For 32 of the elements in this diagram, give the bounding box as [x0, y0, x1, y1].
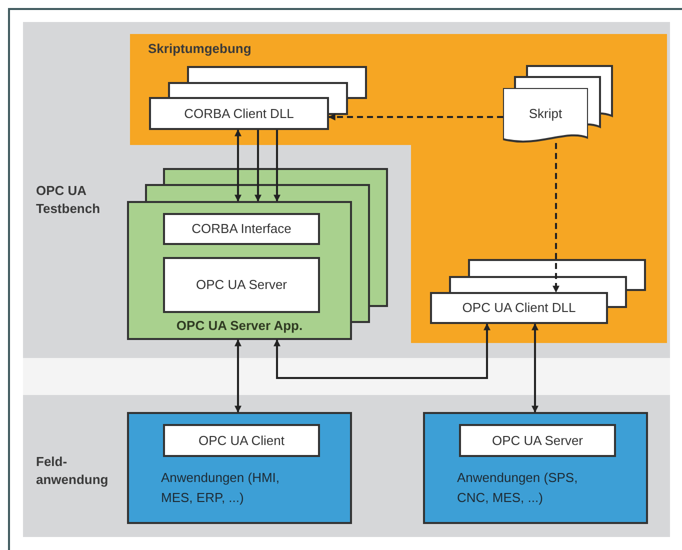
layer-label: OPC UA Testbench: [36, 182, 102, 218]
component-label: OPC UA Client: [198, 432, 284, 450]
server-app-box: [127, 201, 352, 340]
arrow: [274, 323, 490, 379]
component-label: CORBA Client DLL: [184, 104, 294, 123]
component-box: [459, 424, 616, 457]
component-box: [430, 292, 608, 324]
component-label: CORBA Interface: [192, 220, 292, 238]
server-app-label: OPC UA Server App.: [175, 316, 304, 335]
arrow: [274, 130, 280, 202]
application-label: Anwendungen (HMI, MES, ERP, ...): [161, 469, 281, 507]
application-box: [127, 412, 352, 524]
arrow: [234, 339, 242, 413]
arrow: [532, 323, 538, 413]
component-box: [149, 97, 329, 130]
dashed-arrow: [552, 143, 560, 293]
component-label: OPC UA Client DLL: [462, 299, 576, 318]
component-box: [163, 257, 320, 313]
document-label: Skript: [528, 105, 564, 123]
arrow: [234, 129, 242, 202]
area-label: Skriptumgebung: [148, 40, 252, 58]
arrow: [254, 130, 262, 202]
application-label: Anwendungen (SPS, CNC, MES, ...): [457, 469, 579, 507]
component-box: [163, 213, 320, 245]
component-label: OPC UA Server: [196, 276, 288, 294]
dashed-arrow: [328, 114, 503, 120]
component-box: [163, 424, 320, 457]
component-label: OPC UA Server: [492, 432, 584, 450]
layer-band: [23, 22, 670, 358]
application-box: [423, 412, 648, 524]
layer-band: [23, 395, 670, 537]
layer-label: Feld- anwendung: [36, 453, 110, 489]
